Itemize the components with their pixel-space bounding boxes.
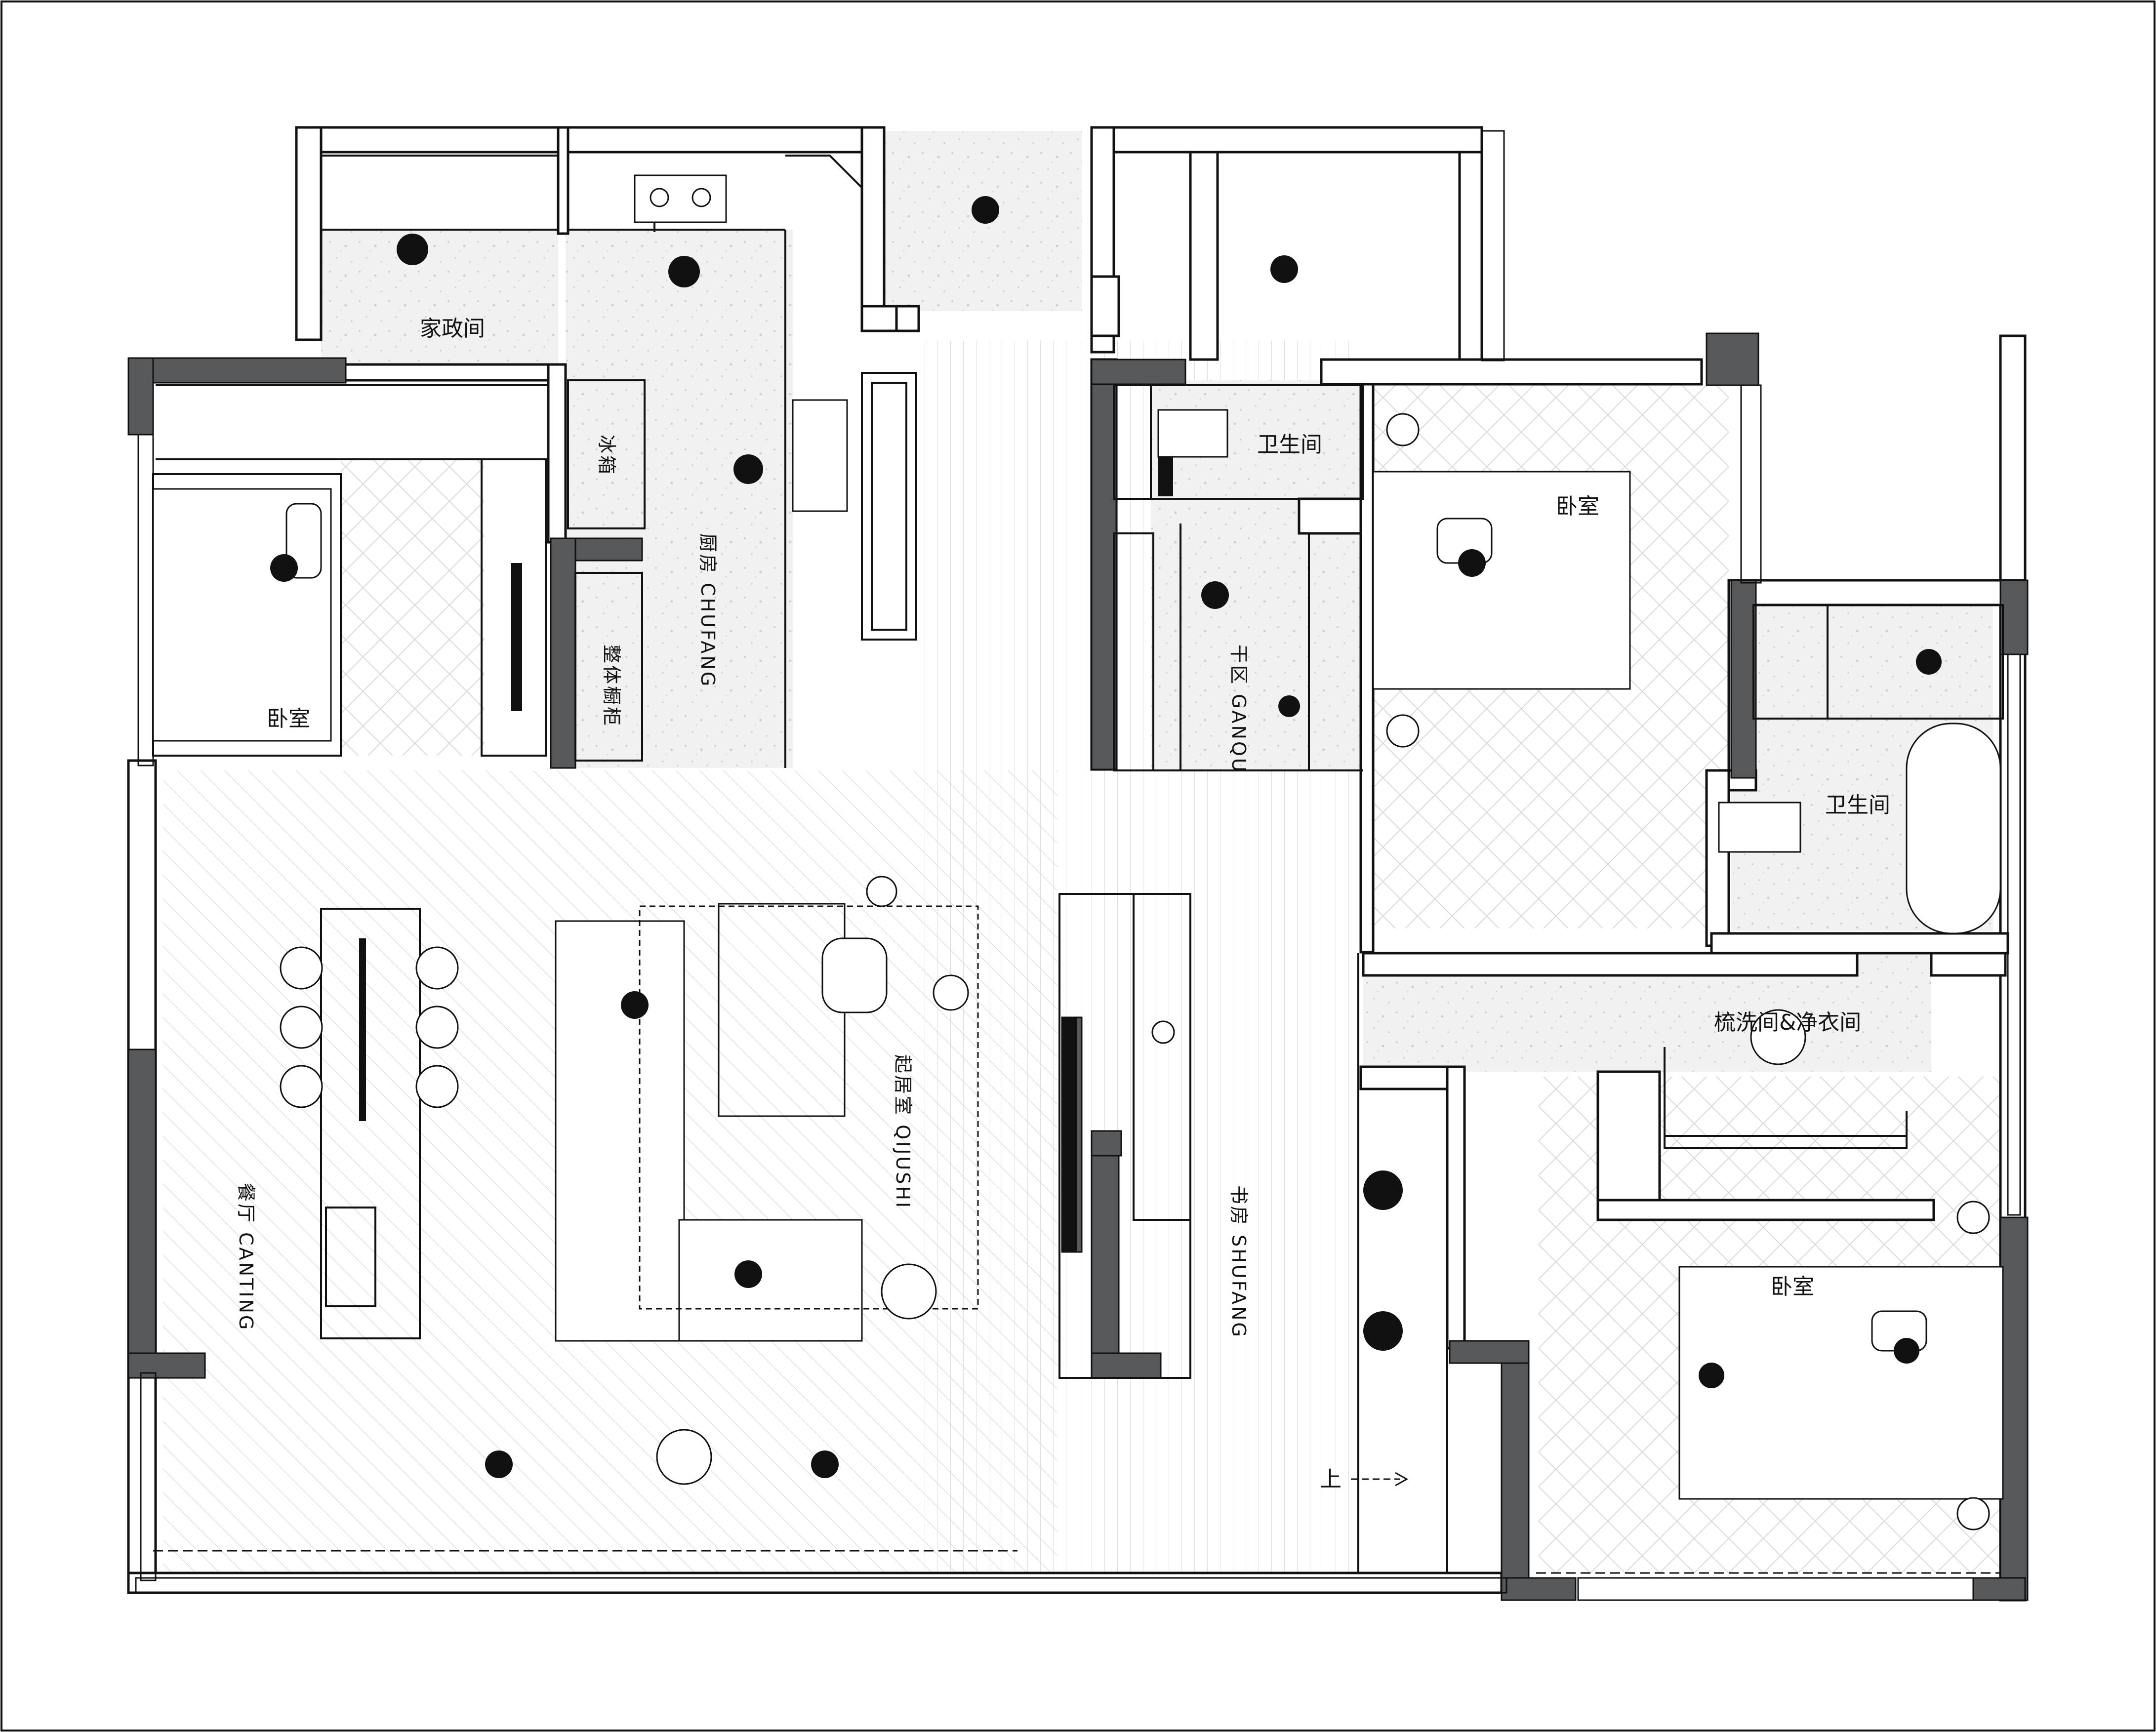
stair-indicator: 上	[1320, 1467, 1409, 1492]
label-dressing: 梳洗间&净衣间	[1714, 1010, 1861, 1035]
stair-label: 上	[1320, 1467, 1342, 1492]
interior-lines	[152, 155, 2004, 1573]
label-kitchen: 厨房 CHUFANG	[697, 533, 719, 688]
label-study: 书房 SHUFANG	[1228, 1185, 1250, 1339]
window-lines	[135, 130, 2021, 1601]
bathtub	[1906, 723, 2001, 934]
sofa	[555, 920, 685, 1342]
person-icons	[270, 196, 1942, 1478]
label-bedroom-nw: 卧室	[267, 706, 310, 731]
label-dining: 餐厅 CANTING	[235, 1183, 257, 1331]
bed-se	[1678, 1266, 2004, 1500]
arrow-right-icon	[1395, 1472, 1409, 1487]
label-living: 起居室 QIJUSHI	[892, 1054, 914, 1209]
kitchen-sink	[792, 399, 848, 512]
label-bath-east: 卫生间	[1825, 793, 1890, 818]
furniture	[152, 174, 2004, 1531]
label-bath-north: 卫生间	[1257, 432, 1322, 457]
toilet-east	[1718, 802, 1801, 853]
stove	[634, 174, 727, 223]
label-cabinet: 整体橱柜	[601, 644, 622, 727]
bed-ne	[1372, 471, 1631, 690]
label-dry-zone: 干区 GANQU	[1228, 644, 1250, 774]
label-fridge: 冰箱	[596, 435, 617, 476]
label-bedroom-se: 卧室	[1771, 1274, 1814, 1299]
label-bedroom-ne: 卧室	[1556, 494, 1599, 519]
toilet-north	[1157, 409, 1228, 458]
label-housekeeping: 家政间	[420, 316, 485, 341]
